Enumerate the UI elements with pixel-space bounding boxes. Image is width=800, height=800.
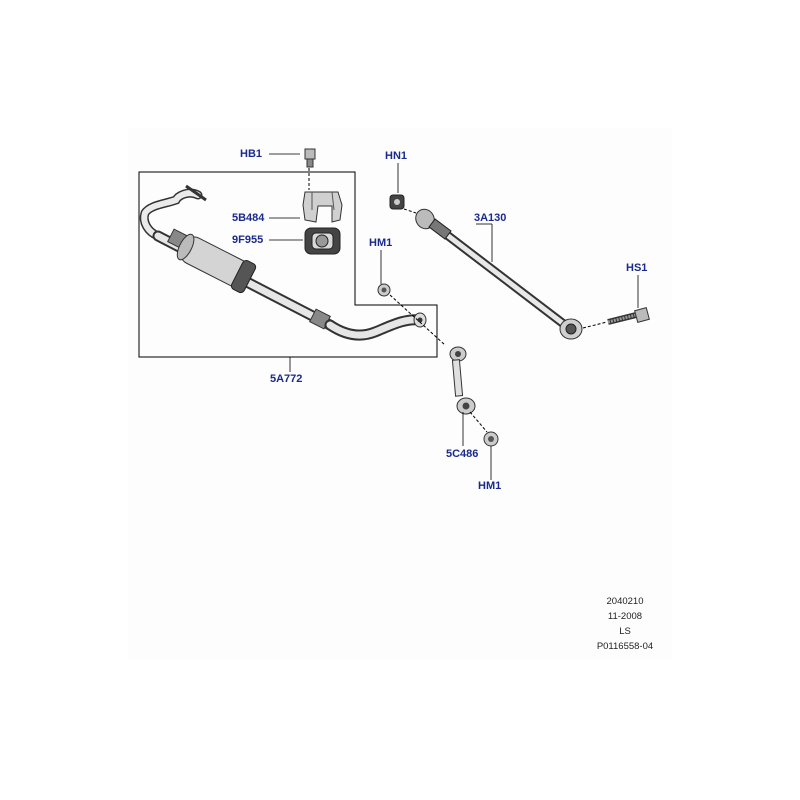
drop-link-icon — [449, 346, 476, 415]
hm1-bottom-dash — [469, 411, 488, 433]
stabilizer-bracket-icon — [302, 191, 343, 223]
stabilizer-bar — [139, 184, 427, 341]
hs1-dash — [582, 321, 608, 329]
callout-3a130: 3A130 — [474, 212, 507, 224]
leader-lines — [269, 153, 639, 480]
callout-hm1-bottom: HM1 — [478, 480, 502, 492]
callout-hn1: HN1 — [385, 150, 408, 162]
stabilizer-bush-icon — [304, 227, 341, 255]
callout-hs1: HS1 — [626, 262, 648, 274]
nut-hn1-icon — [389, 194, 405, 210]
callout-hb1: HB1 — [240, 148, 263, 160]
bolt-hs1-icon — [607, 307, 650, 325]
callout-9f955: 9F955 — [232, 234, 264, 246]
callout-5a772: 5A772 — [270, 373, 303, 385]
assembly-frame — [138, 171, 438, 358]
bolt-hb1-icon — [304, 148, 316, 168]
diagram-date: 11-2008 — [607, 611, 643, 622]
hn1-dash — [403, 208, 417, 214]
tie-rod-icon — [415, 208, 583, 340]
diagram-reference: P0116558-04 — [596, 641, 654, 652]
nut-hm1-bottom-icon — [483, 431, 499, 447]
callout-hm1-top: HM1 — [369, 237, 393, 249]
callout-5c486: 5C486 — [446, 448, 479, 460]
callout-5b484: 5B484 — [232, 212, 265, 224]
diagram-model: LS — [619, 626, 631, 637]
hm1-top-dash — [389, 294, 446, 346]
nut-hm1-top-icon — [377, 283, 391, 297]
diagram-code: 2040210 — [606, 596, 644, 607]
